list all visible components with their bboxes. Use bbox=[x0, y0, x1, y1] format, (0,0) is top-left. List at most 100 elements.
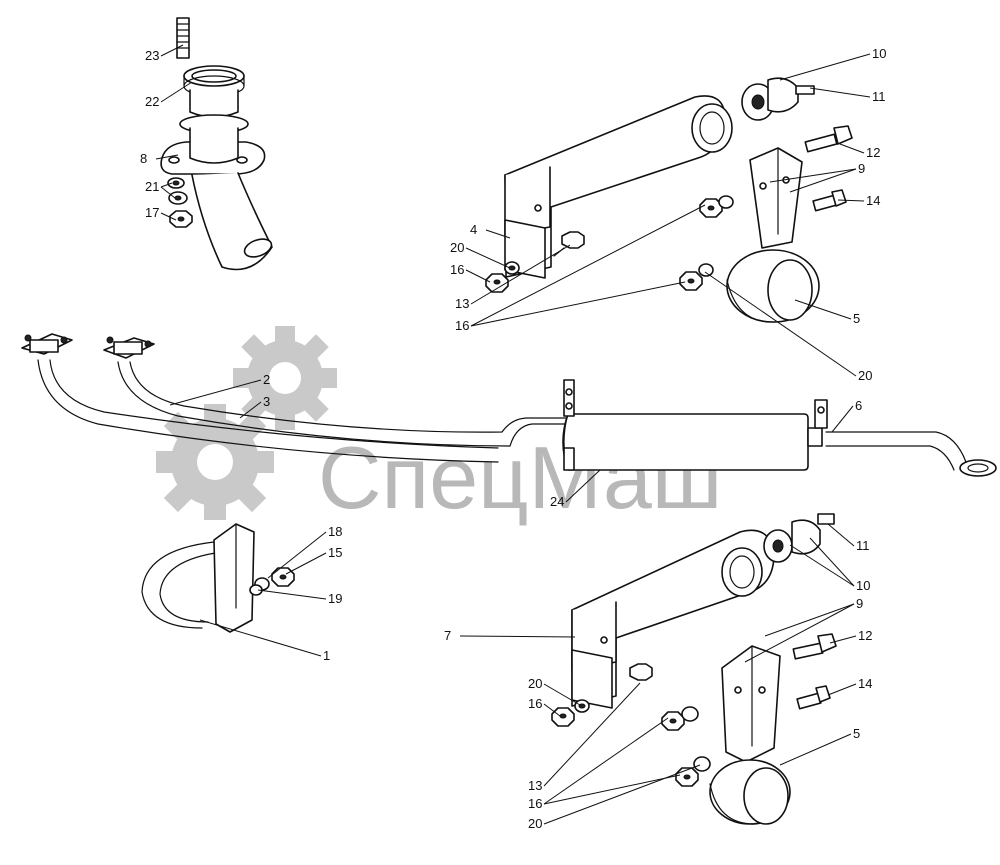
leader-line-6 bbox=[831, 405, 854, 433]
part-number-5: 5 bbox=[853, 726, 860, 741]
leader-line-14 bbox=[837, 199, 865, 202]
leader-line-13 bbox=[543, 682, 641, 787]
leader-line-12 bbox=[839, 143, 865, 154]
watermark-gear-large bbox=[233, 326, 337, 430]
bolt-14-upper bbox=[812, 189, 847, 212]
leader-line-10 bbox=[789, 544, 855, 587]
leader-line-5 bbox=[794, 299, 852, 320]
leader-line-21 bbox=[160, 186, 176, 199]
leader-line-11 bbox=[827, 523, 855, 547]
leader-line-18 bbox=[267, 531, 327, 579]
leader-line-19 bbox=[257, 589, 327, 600]
part-number-13: 13 bbox=[528, 778, 542, 793]
leader-line-16 bbox=[543, 703, 561, 717]
bolt-12-lower bbox=[792, 633, 837, 660]
leader-line-20 bbox=[465, 247, 511, 269]
leader-line-9 bbox=[764, 603, 855, 637]
clamp-5-lower bbox=[709, 645, 791, 825]
leader-line-9 bbox=[744, 603, 855, 663]
leader-line-8 bbox=[155, 154, 179, 160]
leader-line-16 bbox=[543, 717, 669, 805]
leader-line-16 bbox=[470, 204, 706, 327]
part-number-16: 16 bbox=[528, 696, 542, 711]
leader-line-22 bbox=[160, 81, 193, 103]
nuts-16-lower-right bbox=[661, 706, 711, 787]
clamp-5-upper bbox=[726, 147, 820, 323]
part-number-12: 12 bbox=[858, 628, 872, 643]
clamp-1 bbox=[141, 523, 255, 633]
leader-line-16 bbox=[543, 774, 681, 805]
leader-line-10 bbox=[809, 537, 855, 587]
exhaust-flange-22 bbox=[183, 65, 245, 118]
part-number-9: 9 bbox=[858, 161, 865, 176]
part-number-4: 4 bbox=[470, 222, 477, 237]
part-number-5: 5 bbox=[853, 311, 860, 326]
leader-line-9 bbox=[769, 168, 857, 183]
leader-line-16 bbox=[470, 281, 686, 327]
tail-pipe-6 bbox=[807, 399, 997, 477]
nuts-16-upper-right bbox=[679, 195, 734, 291]
part-number-14: 14 bbox=[858, 676, 872, 691]
part-number-12: 12 bbox=[866, 145, 880, 160]
washers-21 bbox=[167, 177, 188, 205]
leader-line-2 bbox=[169, 379, 262, 406]
leader-line-4 bbox=[485, 229, 511, 239]
bolt-14-lower bbox=[796, 685, 831, 710]
part-number-9: 9 bbox=[856, 596, 863, 611]
leader-line-16 bbox=[465, 269, 491, 283]
part-number-24: 24 bbox=[550, 494, 564, 509]
part-number-16: 16 bbox=[450, 262, 464, 277]
leader-line-7 bbox=[459, 635, 576, 638]
part-number-16: 16 bbox=[455, 318, 469, 333]
leader-line-3 bbox=[239, 401, 262, 419]
leader-line-23 bbox=[160, 44, 184, 57]
muffler-24 bbox=[562, 379, 809, 471]
part-number-20: 20 bbox=[450, 240, 464, 255]
part-number-16: 16 bbox=[528, 796, 542, 811]
part-number-23: 23 bbox=[145, 48, 159, 63]
part-number-20: 20 bbox=[528, 816, 542, 831]
leader-line-15 bbox=[285, 552, 327, 575]
bolt-13-lower bbox=[629, 663, 653, 681]
part-number-17: 17 bbox=[145, 205, 159, 220]
part-number-19: 19 bbox=[328, 591, 342, 606]
part-number-10: 10 bbox=[856, 578, 870, 593]
leader-line-11 bbox=[809, 87, 871, 98]
nut-17 bbox=[169, 210, 193, 228]
leader-line-20 bbox=[543, 683, 581, 706]
bolt-12-upper bbox=[804, 125, 853, 153]
washer-nut-lower-left bbox=[551, 699, 590, 727]
leader-line-14 bbox=[827, 683, 857, 696]
nuts-15-18-19 bbox=[249, 567, 295, 596]
front-pipe-2 bbox=[21, 333, 499, 463]
leader-line-10 bbox=[779, 53, 871, 81]
part-number-11: 11 bbox=[856, 538, 870, 553]
leader-line-24 bbox=[565, 469, 601, 503]
part-number-18: 18 bbox=[328, 524, 342, 539]
leader-line-13 bbox=[470, 244, 571, 305]
leader-line-20 bbox=[704, 271, 857, 377]
rubber-mount-10-11-lower bbox=[763, 513, 835, 563]
part-number-21: 21 bbox=[145, 179, 159, 194]
part-number-15: 15 bbox=[328, 545, 342, 560]
part-number-13: 13 bbox=[455, 296, 469, 311]
down-pipe-8 bbox=[160, 114, 273, 271]
leader-line-21 bbox=[160, 182, 173, 188]
leader-line-1 bbox=[199, 619, 322, 657]
part-number-1: 1 bbox=[323, 648, 330, 663]
bracket-7 bbox=[571, 529, 775, 709]
bracket-4 bbox=[504, 95, 733, 279]
leader-line-17 bbox=[160, 212, 177, 221]
part-number-2: 2 bbox=[263, 372, 270, 387]
part-number-8: 8 bbox=[140, 151, 147, 166]
leader-line-20 bbox=[543, 764, 701, 825]
stud-23 bbox=[176, 17, 190, 59]
leader-line-12 bbox=[829, 635, 857, 644]
part-number-10: 10 bbox=[872, 46, 886, 61]
part-number-20: 20 bbox=[528, 676, 542, 691]
part-number-6: 6 bbox=[855, 398, 862, 413]
rubber-mount-10-11-upper bbox=[741, 77, 815, 121]
